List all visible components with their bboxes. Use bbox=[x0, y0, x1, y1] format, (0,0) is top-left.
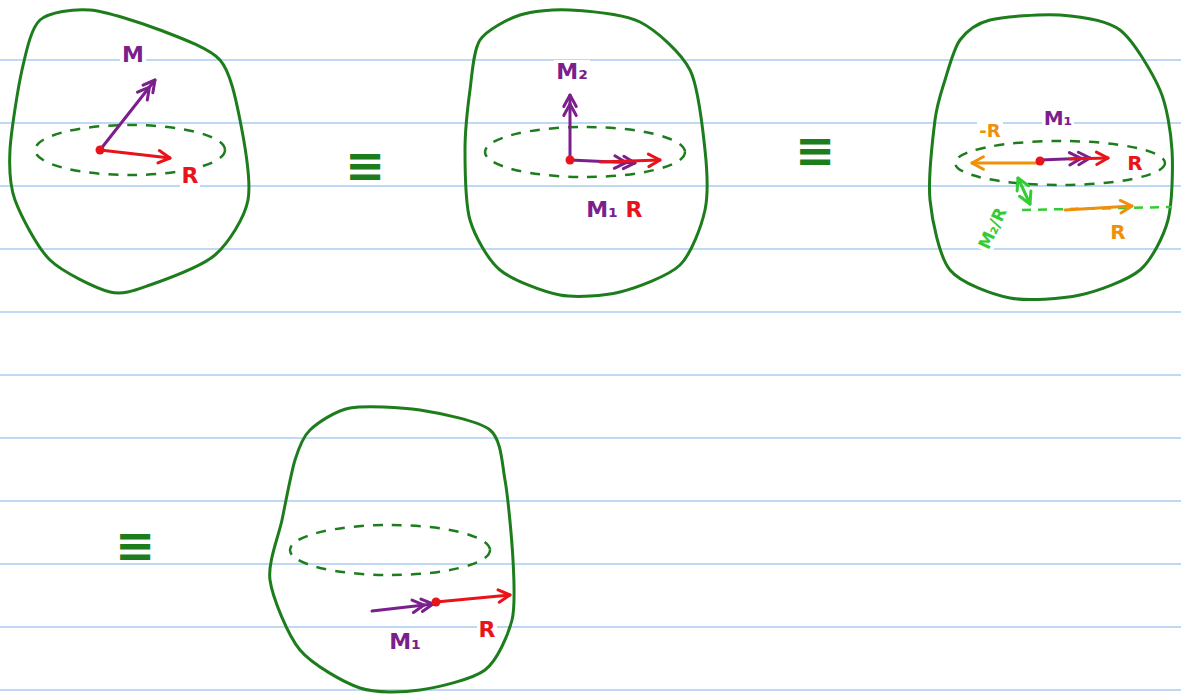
equivalence-sign: ≡ bbox=[793, 125, 837, 175]
ruled-line bbox=[0, 563, 1181, 565]
ruled-line bbox=[0, 248, 1181, 250]
point bbox=[432, 598, 441, 607]
force-vector bbox=[1018, 178, 1030, 204]
rigid-body-outline bbox=[10, 10, 249, 293]
force-label: R bbox=[624, 198, 645, 222]
ruled-line bbox=[0, 437, 1181, 439]
force-label: R bbox=[1108, 221, 1127, 243]
ruled-line bbox=[0, 311, 1181, 313]
equivalence-sign: ≡ bbox=[343, 140, 387, 190]
force-vector bbox=[600, 160, 660, 162]
ruled-line bbox=[0, 626, 1181, 628]
ruled-line bbox=[0, 374, 1181, 376]
equivalence-sign: ≡ bbox=[113, 520, 157, 570]
ruled-line bbox=[0, 185, 1181, 187]
plane-ellipse bbox=[485, 127, 685, 177]
rigid-body-outline bbox=[270, 407, 515, 692]
line-of-action bbox=[1022, 207, 1172, 210]
force-vector bbox=[972, 162, 1040, 165]
ruled-line bbox=[0, 59, 1181, 61]
ruled-line bbox=[0, 122, 1181, 124]
moment-label: M₁ bbox=[1042, 107, 1075, 129]
moment-label: M₂ bbox=[554, 60, 590, 84]
arrowhead bbox=[158, 151, 170, 163]
force-label: R bbox=[477, 618, 498, 642]
plane-ellipse bbox=[955, 141, 1165, 185]
arrowhead bbox=[1120, 200, 1132, 212]
force-label: R bbox=[180, 164, 201, 188]
point bbox=[96, 146, 105, 155]
moment-vector bbox=[100, 80, 155, 150]
arrowhead bbox=[1017, 178, 1028, 191]
force-label: R bbox=[1125, 152, 1144, 174]
plane-ellipse bbox=[290, 525, 490, 575]
arrowhead bbox=[498, 590, 510, 602]
point bbox=[1036, 157, 1045, 166]
ruled-line bbox=[0, 689, 1181, 691]
force-vector bbox=[1065, 206, 1132, 210]
arrowhead bbox=[1096, 152, 1108, 164]
moment-label: M₁ bbox=[584, 198, 620, 222]
arrowhead bbox=[137, 87, 149, 100]
point bbox=[566, 156, 575, 165]
arrowhead bbox=[972, 157, 983, 169]
rigid-body-outline bbox=[465, 10, 707, 297]
arrowhead bbox=[412, 600, 424, 612]
arrowhead bbox=[648, 154, 660, 166]
rigid-body-outline bbox=[930, 15, 1173, 300]
force-vector bbox=[1070, 158, 1108, 159]
force-label: -R bbox=[977, 121, 1002, 141]
ruled-line bbox=[0, 500, 1181, 502]
arrowhead bbox=[564, 104, 576, 115]
arrowhead bbox=[1020, 191, 1031, 204]
moment-label: M bbox=[120, 43, 146, 67]
moment-label: M₁ bbox=[387, 630, 423, 654]
distance-label: M₂/R bbox=[974, 202, 1011, 253]
